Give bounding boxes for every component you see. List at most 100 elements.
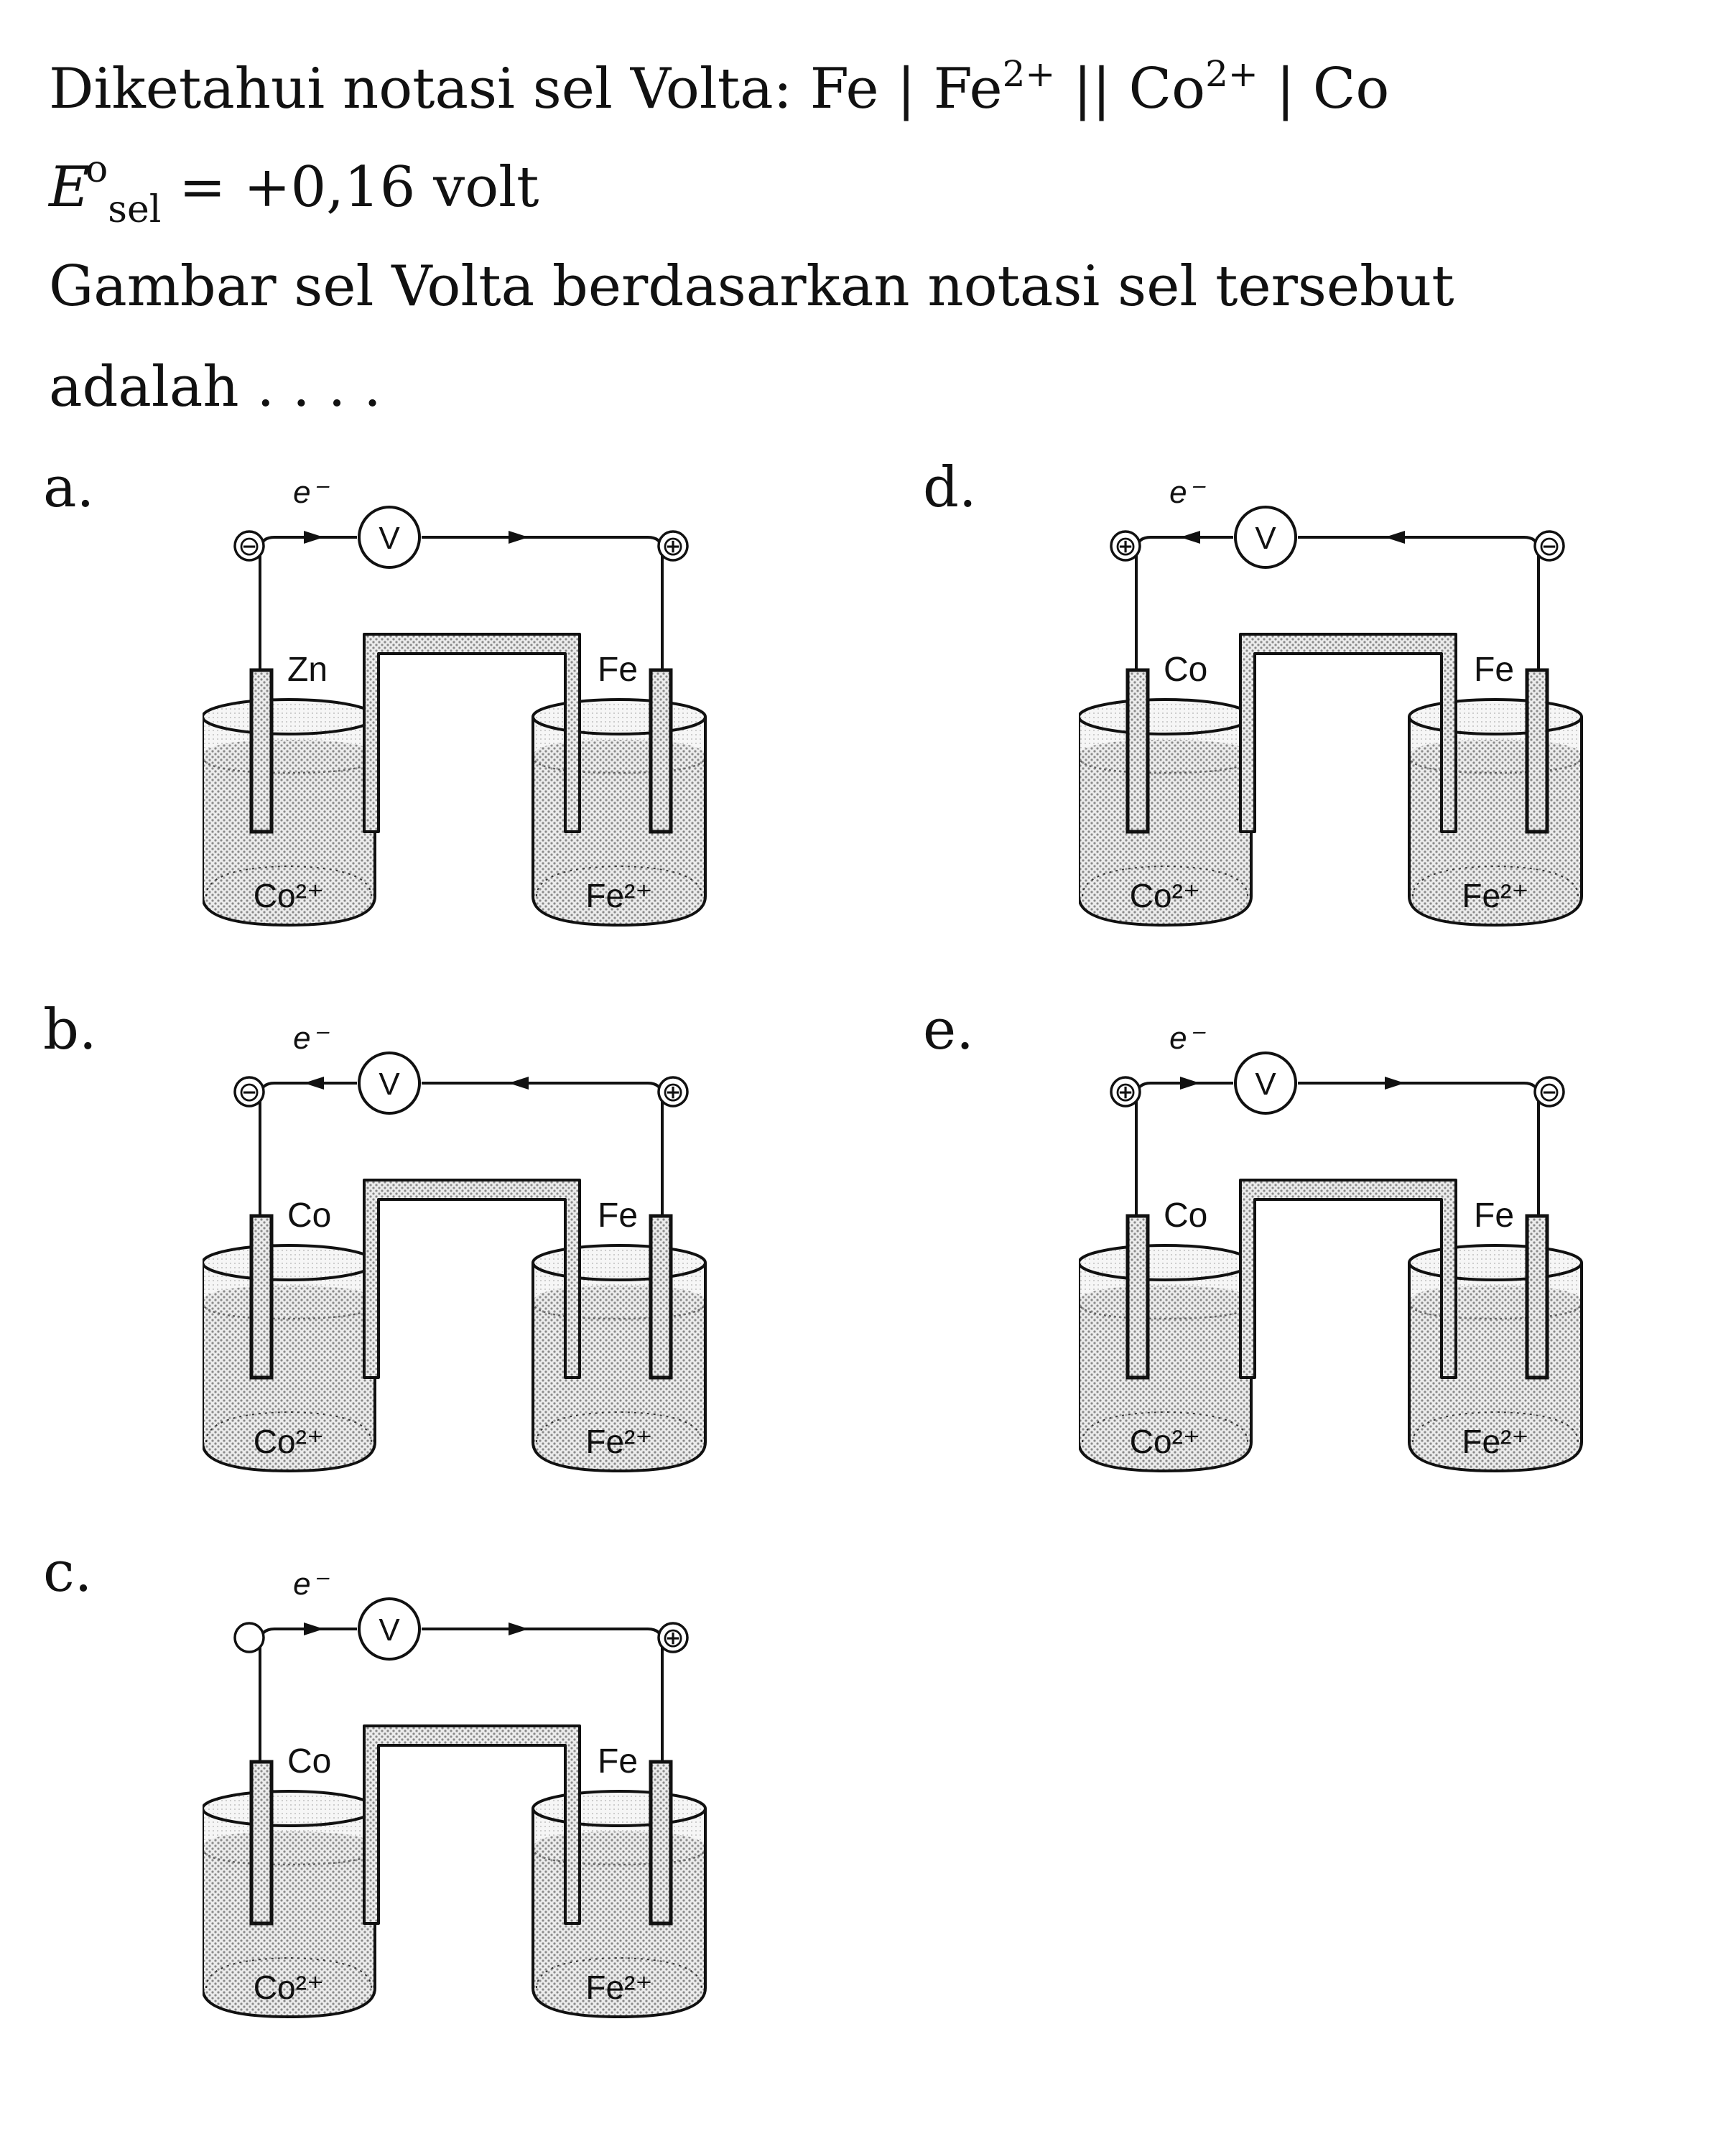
- option-letter-a: a.: [43, 455, 95, 520]
- right-electrode: [649, 1760, 673, 1926]
- svg-text:V: V: [379, 1612, 400, 1648]
- electron-label: e⁻: [1169, 475, 1206, 510]
- arrowhead: [304, 531, 324, 544]
- svg-text:V: V: [1255, 1067, 1276, 1102]
- salt-bridge: [1239, 1179, 1457, 1379]
- electron-flow-arrows: [1180, 531, 1405, 544]
- right-pole: ⊕: [657, 530, 689, 562]
- right-pole: ⊕: [657, 1076, 689, 1108]
- right-metal-label: Fe: [598, 651, 638, 689]
- arrowhead: [509, 1622, 529, 1635]
- salt-bridge: [363, 1179, 581, 1379]
- svg-text:⊖: ⊖: [238, 1077, 261, 1108]
- electron-flow-arrows: [304, 1622, 529, 1635]
- electron-label: e⁻: [1169, 1021, 1206, 1056]
- left-pole: ⊖: [233, 530, 265, 562]
- cell-diagram-d: ⊕ ⊖ e⁻ V: [1079, 465, 1736, 954]
- right-metal-label: Fe: [1474, 1197, 1514, 1235]
- svg-text:⊕: ⊕: [1114, 531, 1137, 562]
- left-ion-label: Co²⁺: [1130, 1423, 1200, 1460]
- voltmeter: V: [358, 1597, 421, 1661]
- left-metal-label: Co: [287, 1197, 331, 1235]
- left-electrode: [249, 1760, 274, 1926]
- right-pole: ⊖: [1533, 530, 1565, 562]
- svg-text:V: V: [379, 521, 400, 556]
- svg-text:⊕: ⊕: [662, 1623, 684, 1653]
- svg-text:⊖: ⊖: [238, 531, 261, 562]
- right-ion-label: Fe²⁺: [585, 877, 652, 914]
- right-ion-label: Fe²⁺: [585, 1969, 652, 2006]
- left-pole: ⊕: [1110, 1076, 1141, 1108]
- right-ion-label: Fe²⁺: [1462, 1423, 1528, 1460]
- question-line-3: Gambar sel Volta berdasarkan notasi sel …: [49, 254, 1454, 319]
- right-electrode: [649, 1214, 673, 1380]
- svg-text:V: V: [379, 1067, 400, 1102]
- cell-diagram-a: ⊖ ⊕ e⁻ V: [203, 465, 921, 954]
- voltmeter: V: [1234, 506, 1297, 569]
- question-line-1: Diketahui notasi sel Volta: Fe | Fe2+ ||…: [49, 53, 1390, 121]
- left-electrode: [1125, 1214, 1150, 1380]
- svg-text:⊕: ⊕: [1114, 1077, 1137, 1108]
- left-metal-label: Co: [1164, 1197, 1207, 1235]
- option-letter-d: d.: [923, 455, 977, 520]
- arrowhead: [509, 531, 529, 544]
- left-electrode: [249, 1214, 274, 1380]
- voltmeter: V: [358, 506, 421, 569]
- right-pole: ⊕: [657, 1622, 689, 1653]
- voltmeter: V: [358, 1051, 421, 1115]
- electron-label: e⁻: [293, 1566, 330, 1602]
- arrowhead: [1385, 1077, 1405, 1090]
- voltmeter: V: [1234, 1051, 1297, 1115]
- cell-diagram-c: ⊕ e⁻ V: [203, 1557, 921, 2046]
- electron-label: e⁻: [293, 1021, 330, 1056]
- cell-diagram-e: ⊕ ⊖ e⁻ V: [1079, 1011, 1736, 1500]
- left-ion-label: Co²⁺: [254, 1423, 324, 1460]
- svg-text:V: V: [1255, 521, 1276, 556]
- svg-text:⊕: ⊕: [662, 1077, 684, 1108]
- left-metal-label: Co: [1164, 651, 1207, 689]
- salt-bridge: [1239, 633, 1457, 833]
- electron-flow-arrows: [304, 1077, 529, 1090]
- arrowhead: [1385, 531, 1405, 544]
- option-letter-b: b.: [43, 998, 97, 1062]
- cell-diagram-b: ⊖ ⊕ e⁻ V: [203, 1011, 921, 1500]
- salt-bridge: [363, 1724, 581, 1925]
- right-pole: ⊖: [1533, 1076, 1565, 1108]
- left-electrode: [1125, 668, 1150, 834]
- left-pole: ⊕: [1110, 530, 1141, 562]
- right-electrode: [1525, 1214, 1549, 1380]
- left-ion-label: Co²⁺: [1130, 877, 1200, 914]
- electron-label: e⁻: [293, 475, 330, 510]
- arrowhead: [1180, 531, 1200, 544]
- right-electrode: [1525, 668, 1549, 834]
- svg-text:⊖: ⊖: [1538, 1077, 1561, 1108]
- arrowhead: [304, 1077, 324, 1090]
- arrowhead: [304, 1622, 324, 1635]
- right-metal-label: Fe: [598, 1197, 638, 1235]
- right-ion-label: Fe²⁺: [585, 1423, 652, 1460]
- left-metal-label: Zn: [287, 651, 328, 689]
- left-beaker: [203, 1790, 376, 2019]
- left-electrode: [249, 668, 274, 834]
- question-line-4: adalah . . . .: [49, 355, 381, 419]
- svg-text:⊖: ⊖: [1538, 531, 1561, 562]
- left-ion-label: Co²⁺: [254, 1969, 324, 2006]
- arrowhead: [1180, 1077, 1200, 1090]
- left-ion-label: Co²⁺: [254, 877, 324, 914]
- option-letter-c: c.: [43, 1540, 93, 1605]
- electron-flow-arrows: [1180, 1077, 1405, 1090]
- right-ion-label: Fe²⁺: [1462, 877, 1528, 914]
- left-pole: [233, 1622, 265, 1653]
- electron-flow-arrows: [304, 531, 529, 544]
- salt-bridge: [363, 633, 581, 833]
- svg-text:⊕: ⊕: [662, 531, 684, 562]
- left-beaker: [203, 698, 376, 927]
- left-beaker: [203, 1244, 376, 1473]
- left-beaker: [1079, 698, 1253, 927]
- option-letter-e: e.: [923, 998, 974, 1062]
- arrowhead: [509, 1077, 529, 1090]
- right-metal-label: Fe: [1474, 651, 1514, 689]
- left-metal-label: Co: [287, 1742, 331, 1781]
- cell-potential: Eosel = +0,16 volt: [49, 148, 539, 231]
- right-electrode: [649, 668, 673, 834]
